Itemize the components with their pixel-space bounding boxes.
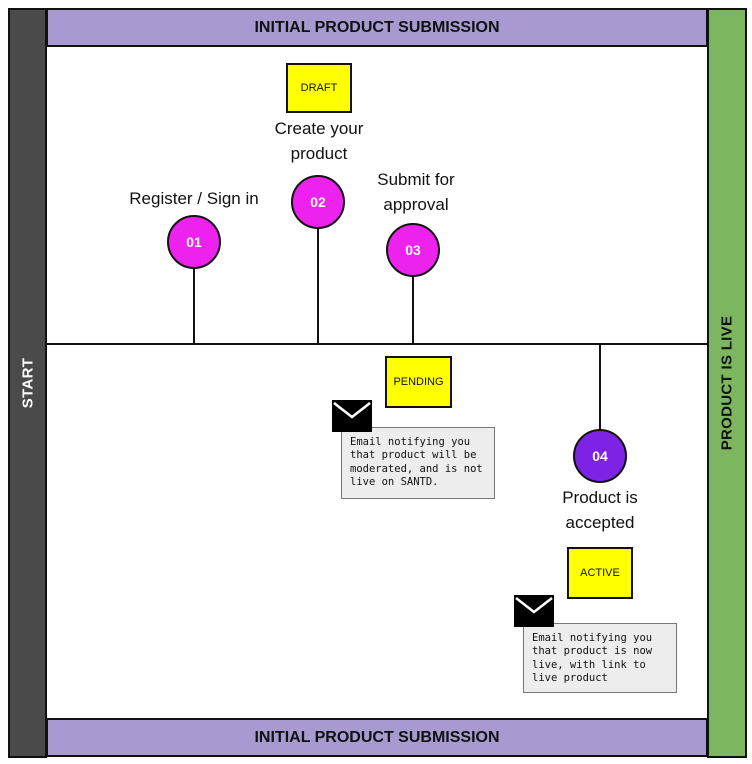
envelope-icon (332, 400, 372, 432)
step-01-circle: 01 (167, 215, 221, 269)
step-02-number: 02 (310, 194, 326, 210)
start-lane: START (8, 8, 47, 758)
step-04-circle: 04 (573, 429, 627, 483)
step-01-number: 01 (186, 234, 202, 250)
header-top: INITIAL PRODUCT SUBMISSION (46, 8, 708, 47)
step-03-circle: 03 (386, 223, 440, 277)
status-pending: PENDING (385, 356, 452, 408)
pending-email-note: Email notifying you that product will be… (341, 427, 495, 499)
product-is-live-label: PRODUCT IS LIVE (718, 315, 736, 451)
step-04-label: Product is accepted (562, 488, 638, 532)
step-01-stem (193, 268, 195, 344)
header-bottom-label: INITIAL PRODUCT SUBMISSION (254, 728, 500, 746)
step-04-stem (599, 344, 601, 430)
step-03-number: 03 (405, 242, 421, 258)
step-02-label: Create your product (274, 119, 364, 163)
status-draft-label: DRAFT (300, 82, 338, 94)
step-02-circle: 02 (291, 175, 345, 229)
status-active: ACTIVE (567, 547, 633, 599)
step-02-stem (317, 228, 319, 344)
header-bottom: INITIAL PRODUCT SUBMISSION (46, 718, 708, 757)
product-is-live-lane: PRODUCT IS LIVE (707, 8, 747, 758)
status-draft: DRAFT (286, 63, 352, 113)
header-top-label: INITIAL PRODUCT SUBMISSION (254, 18, 500, 36)
diagram-canvas (46, 45, 708, 719)
active-email-note: Email notifying you that product is now … (523, 623, 677, 693)
timeline-line (46, 343, 708, 345)
step-03-stem (412, 276, 414, 344)
step-01-label: Register / Sign in (129, 189, 259, 208)
status-active-label: ACTIVE (580, 567, 620, 579)
step-03-label: Submit for approval (377, 170, 455, 214)
status-pending-label: PENDING (393, 376, 444, 388)
start-label: START (19, 357, 36, 409)
envelope-icon (514, 595, 554, 627)
step-04-number: 04 (592, 448, 608, 464)
